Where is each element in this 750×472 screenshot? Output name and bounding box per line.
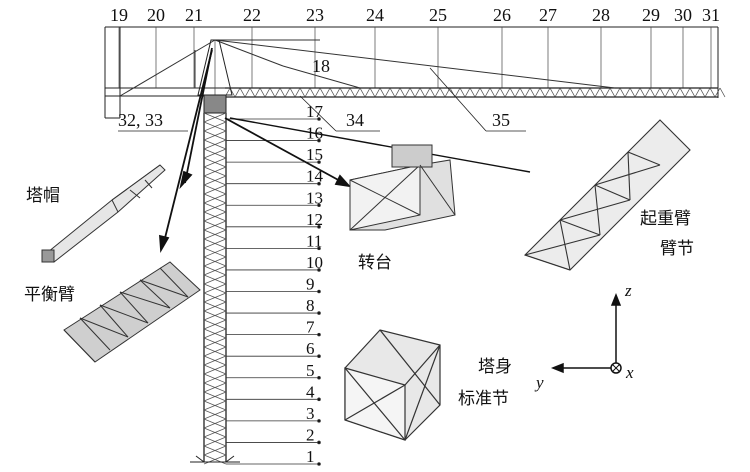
section-number: 4	[306, 382, 315, 401]
tower-cap-illustration	[41, 164, 166, 263]
axis-y-label: y	[534, 373, 544, 392]
top-number: 22	[243, 5, 261, 25]
top-number: 19	[110, 5, 128, 25]
label-tower-cap: 塔帽	[26, 186, 60, 206]
tower-section-numbers: 17 16 15 14 13 12 11 10 9 8 7 6 5 4 3 2 1	[306, 102, 324, 466]
section-number: 1	[306, 447, 315, 466]
top-number: 24	[366, 5, 384, 25]
section-number: 8	[306, 296, 315, 315]
axis-x-label: x	[625, 363, 634, 382]
top-number: 21	[185, 5, 203, 25]
top-number: 28	[592, 5, 610, 25]
section-number: 6	[306, 339, 315, 358]
label-tower-section-1: 塔身	[478, 357, 512, 377]
arrows	[159, 47, 531, 253]
jib-section-illustration	[523, 119, 691, 271]
tower-section-illustration	[344, 329, 441, 441]
section-number: 3	[306, 404, 315, 423]
section-number: 2	[306, 425, 315, 444]
section-number: 7	[306, 318, 315, 337]
top-frame	[104, 26, 719, 119]
top-tick-marks	[118, 27, 712, 88]
top-number: 20	[147, 5, 165, 25]
axis-z-label: z	[624, 281, 632, 300]
top-number: 23	[306, 5, 324, 25]
section-number: 14	[306, 167, 324, 186]
section-number: 16	[306, 124, 323, 143]
tower-mast	[197, 39, 233, 465]
counter-jib-illustration	[63, 261, 201, 363]
label-jib-section-1: 起重臂	[640, 209, 691, 229]
section-number: 13	[306, 188, 323, 207]
section-number: 11	[306, 231, 322, 250]
jib-label: 18	[312, 56, 330, 76]
tie-lines	[119, 39, 616, 97]
label-counter-jib: 平衡臂	[24, 285, 75, 305]
top-section-numbers: 19 20 21 22 23 24 25 26 27 28 29 30 31	[110, 5, 720, 25]
top-number: 26	[493, 5, 511, 25]
section-number: 5	[306, 361, 315, 380]
section-number: 17	[306, 102, 324, 121]
base	[190, 455, 240, 463]
top-number: 29	[642, 5, 660, 25]
top-number: 27	[539, 5, 557, 25]
top-number: 25	[429, 5, 447, 25]
jib-truss	[224, 87, 726, 98]
coordinate-axes	[550, 292, 622, 374]
section-number: 12	[306, 210, 323, 229]
section-number: 9	[306, 275, 315, 294]
callout-35: 35	[492, 110, 510, 130]
section-number: 15	[306, 145, 323, 164]
section-number: 10	[306, 253, 323, 272]
label-jib-section-2: 臂节	[660, 239, 694, 259]
callout-32-33: 32, 33	[118, 110, 163, 130]
label-turntable: 转台	[358, 253, 392, 273]
label-tower-section-2: 标准节	[458, 389, 509, 409]
section-leader-lines	[226, 117, 321, 466]
top-number: 30	[674, 5, 692, 25]
callout-34: 34	[346, 110, 364, 130]
turntable-illustration	[349, 144, 456, 231]
top-number: 31	[702, 5, 720, 25]
